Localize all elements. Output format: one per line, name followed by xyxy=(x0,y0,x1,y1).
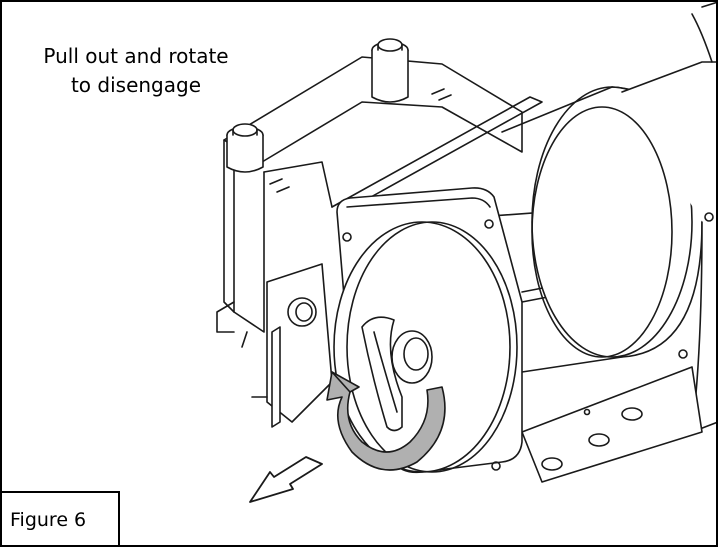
rotate-arrow-icon xyxy=(326,371,446,471)
motor-housing xyxy=(621,2,716,433)
side-plate xyxy=(216,263,333,428)
post-left xyxy=(226,123,264,173)
pull-arrow-icon xyxy=(249,456,323,503)
clutch-knob xyxy=(361,316,433,432)
caption-line-1: Pull out and rotate xyxy=(43,44,229,68)
base-plate xyxy=(521,366,703,483)
post-right xyxy=(371,38,409,103)
caption-line-2: to disengage xyxy=(70,73,202,97)
top-bracket xyxy=(223,56,523,333)
instruction-caption: Pull out and rotate to disengage xyxy=(26,42,246,100)
drum xyxy=(501,86,703,373)
figure-label: Figure 6 xyxy=(2,491,120,545)
